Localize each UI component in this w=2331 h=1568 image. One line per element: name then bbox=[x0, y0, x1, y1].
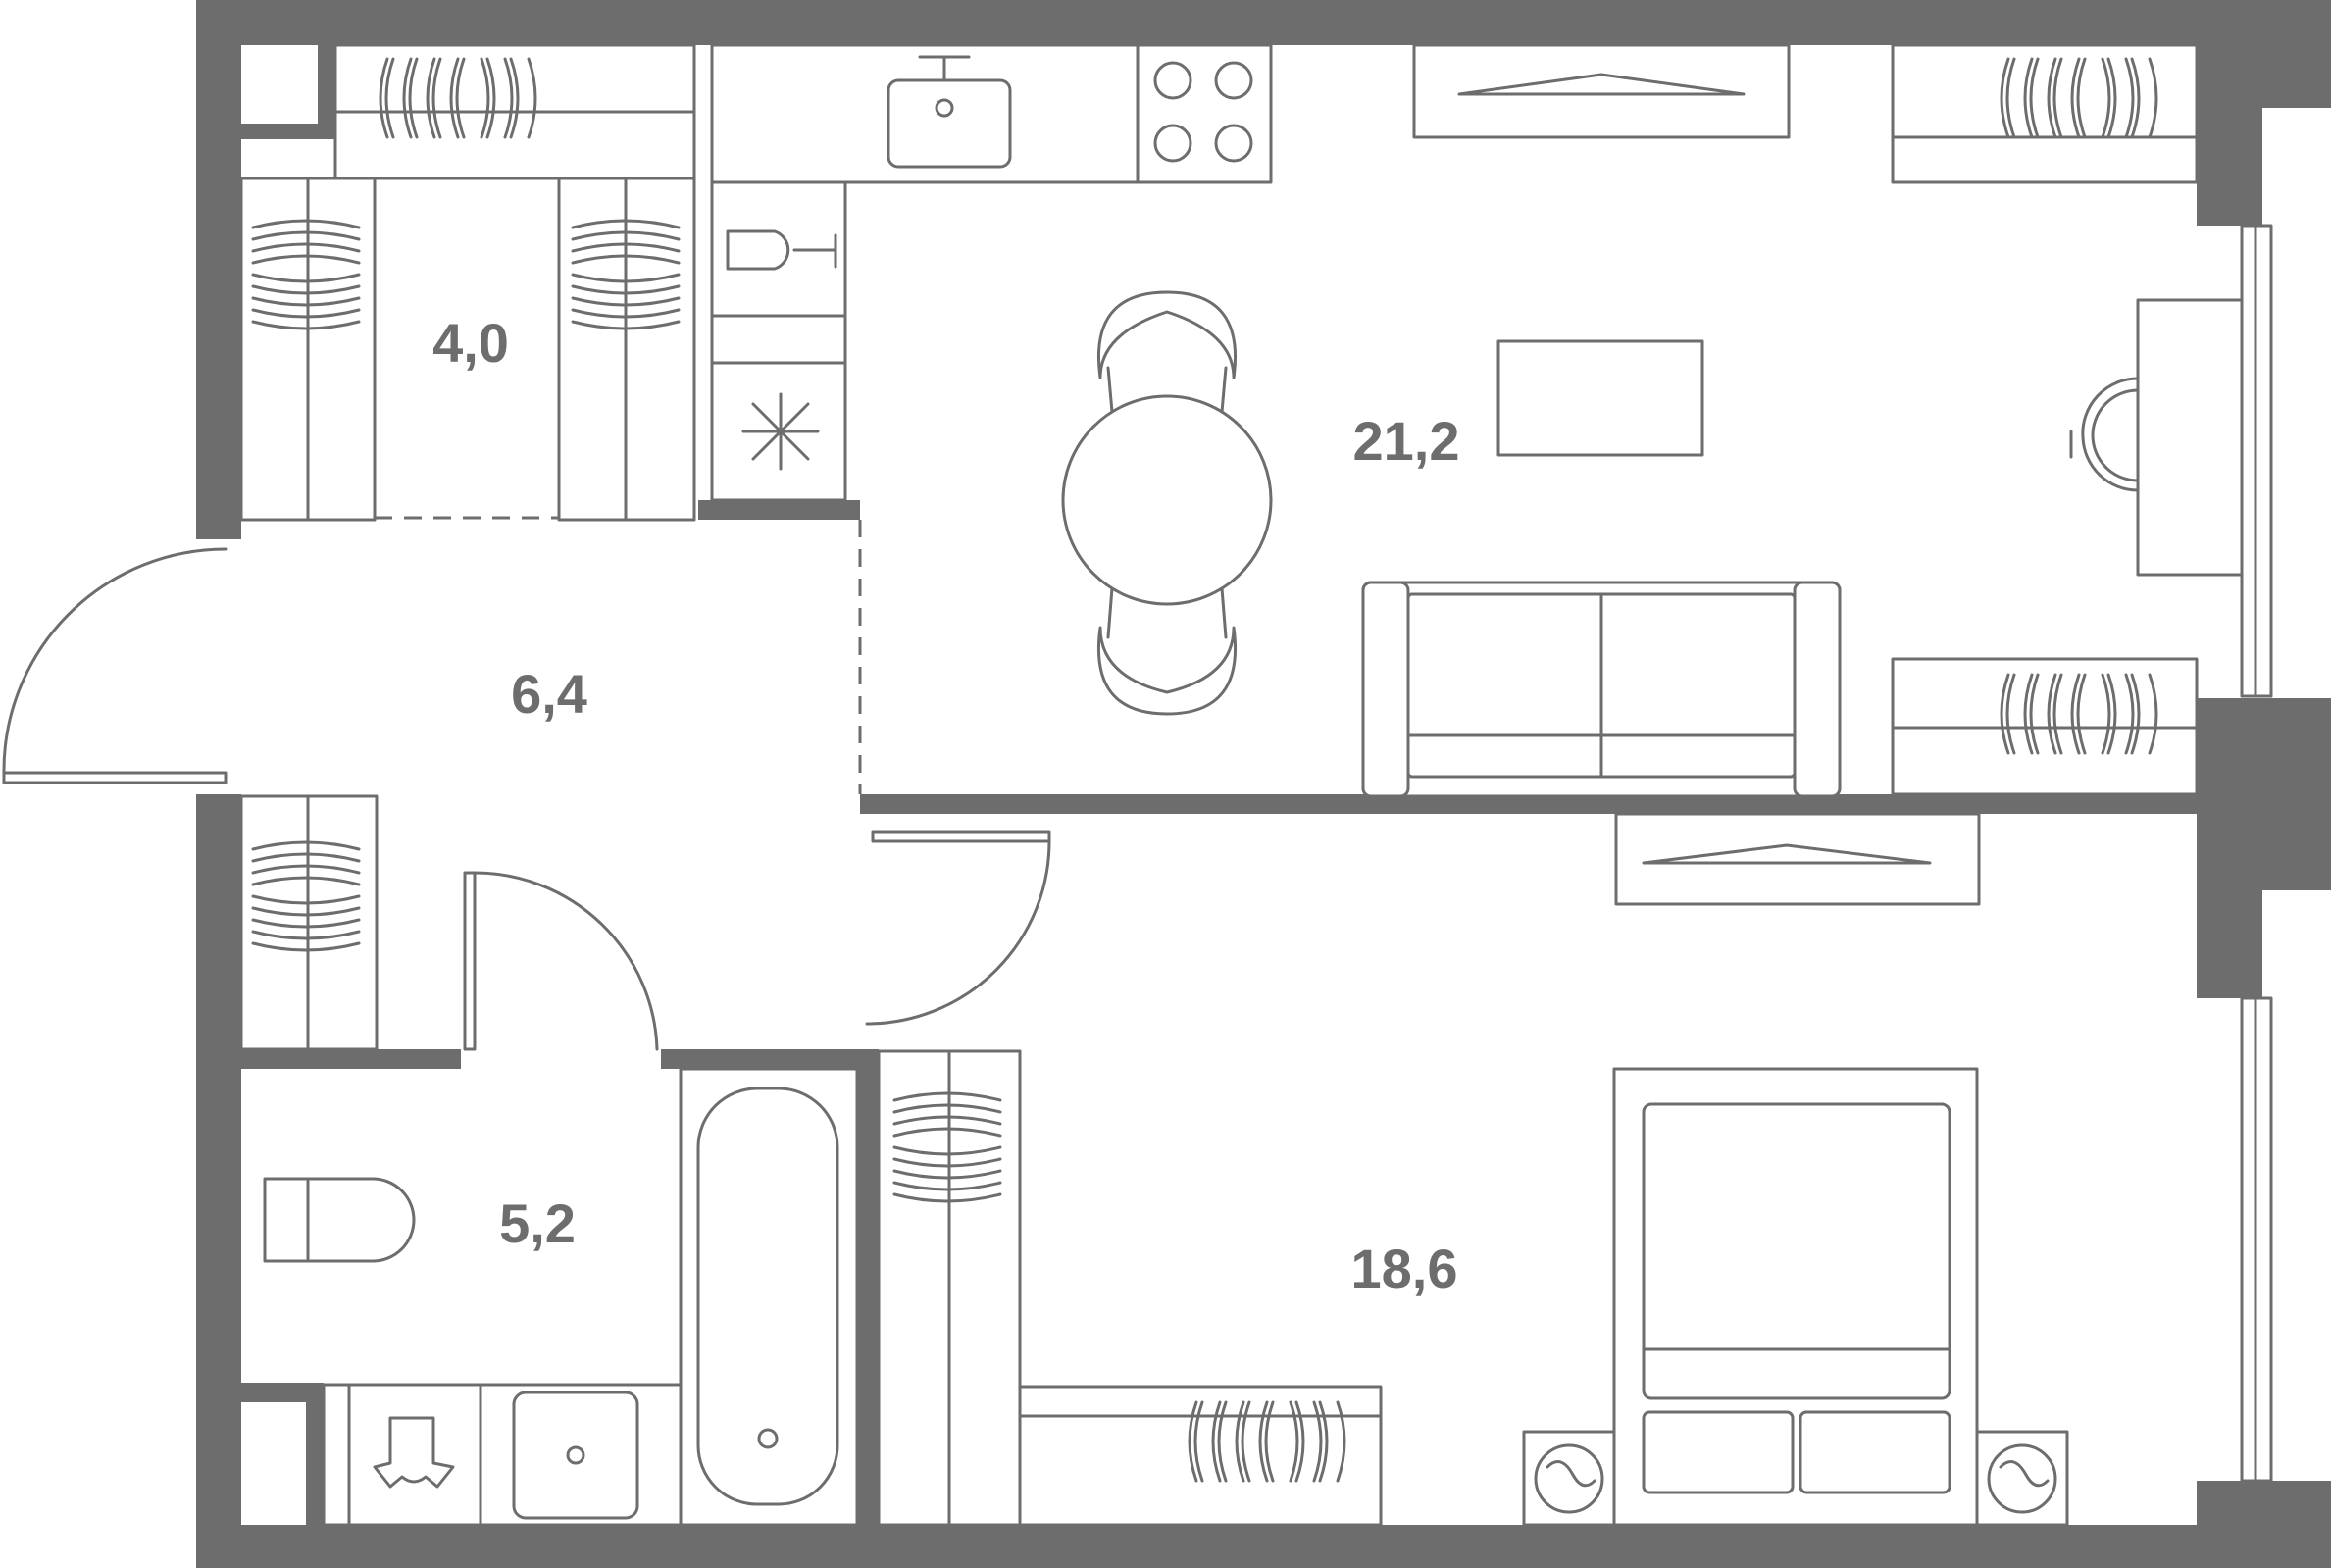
bathroom-furniture bbox=[263, 1067, 859, 1527]
kitchen-sink-icon bbox=[887, 55, 1012, 169]
washing-machine-icon bbox=[373, 1416, 455, 1489]
room-area-wardrobe: 4,0 bbox=[432, 312, 509, 374]
room-area-kitchen-living: 21,2 bbox=[1353, 410, 1460, 472]
coffee-table bbox=[1496, 339, 1704, 457]
bedroom-wardrobe-vertical bbox=[877, 1049, 1022, 1527]
bedroom-door[interactable] bbox=[865, 830, 1051, 1026]
bed bbox=[1612, 1067, 1979, 1527]
stove-icon bbox=[1153, 61, 1253, 163]
kitchen-furniture bbox=[710, 43, 1273, 502]
sink-icon bbox=[512, 1391, 639, 1520]
bathtub-icon bbox=[696, 1087, 839, 1506]
wardrobe-top-right bbox=[1891, 43, 2199, 184]
nightstand-right bbox=[1975, 1430, 2069, 1527]
fan-icon bbox=[741, 392, 820, 471]
hallway-furniture bbox=[239, 520, 862, 1051]
room-area-bathroom: 5,2 bbox=[499, 1192, 576, 1254]
bathroom-door[interactable] bbox=[463, 871, 659, 1051]
wardrobe-living-right bbox=[1891, 657, 2199, 796]
sofa bbox=[1361, 581, 1842, 798]
wardrobe-furniture bbox=[239, 43, 696, 522]
toilet-icon bbox=[263, 1177, 416, 1263]
windows bbox=[2240, 224, 2273, 1483]
entrance-door[interactable] bbox=[2, 547, 228, 784]
tv-unit bbox=[1412, 43, 1791, 139]
bedroom-tv-unit bbox=[1614, 812, 1981, 906]
oven-icon bbox=[726, 229, 837, 271]
walls bbox=[196, 0, 2331, 1568]
dining-table bbox=[1061, 290, 1273, 716]
area-labels: 4,0 6,4 5,2 21,2 18,6 bbox=[432, 312, 1459, 1299]
room-area-hallway: 6,4 bbox=[511, 663, 587, 725]
bedroom-wardrobe-horizontal bbox=[1018, 1385, 1383, 1527]
room-area-bedroom: 18,6 bbox=[1351, 1238, 1458, 1299]
nightstand-left bbox=[1522, 1430, 1616, 1527]
desk bbox=[2069, 298, 2244, 577]
